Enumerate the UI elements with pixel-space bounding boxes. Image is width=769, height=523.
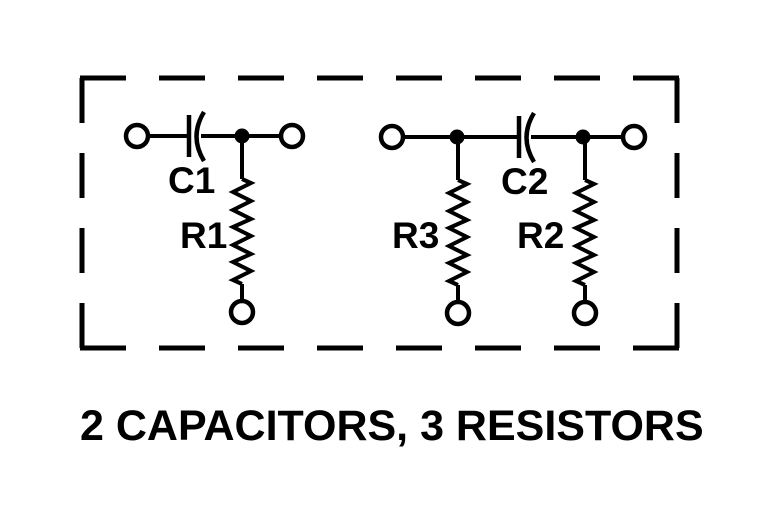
capacitor-curved-plate [524,111,536,164]
circuit-right: R3 C2 R2 [378,111,648,327]
resistor-r3-symbol [444,137,472,303]
figure-caption: 2 CAPACITORS, 3 RESISTORS [80,402,704,450]
label-r3: R3 [392,215,439,256]
resistor-zigzag [444,178,472,287]
terminal-r2-ground [571,299,599,327]
enclosure-dashed-border [79,75,680,351]
resistor-r1-symbol [228,136,256,302]
terminal-right-out [620,123,648,151]
terminal-left-ground [228,298,256,326]
terminal-left-in [123,122,151,150]
label-r2: R2 [517,215,564,256]
capacitor-c2-symbol [516,111,536,164]
label-c1: C1 [168,160,215,201]
label-r1: R1 [180,215,227,256]
capacitor-c1-symbol [186,110,206,163]
capacitor-curved-plate [194,110,206,163]
resistor-r2-symbol [571,137,599,303]
label-c2: C2 [501,161,548,202]
resistor-zigzag [571,178,599,287]
terminal-left-out [278,122,306,150]
terminal-right-in [378,123,406,151]
resistor-zigzag [228,177,256,286]
circuit-left: C1 R1 [123,110,306,326]
terminal-r3-ground [444,299,472,327]
